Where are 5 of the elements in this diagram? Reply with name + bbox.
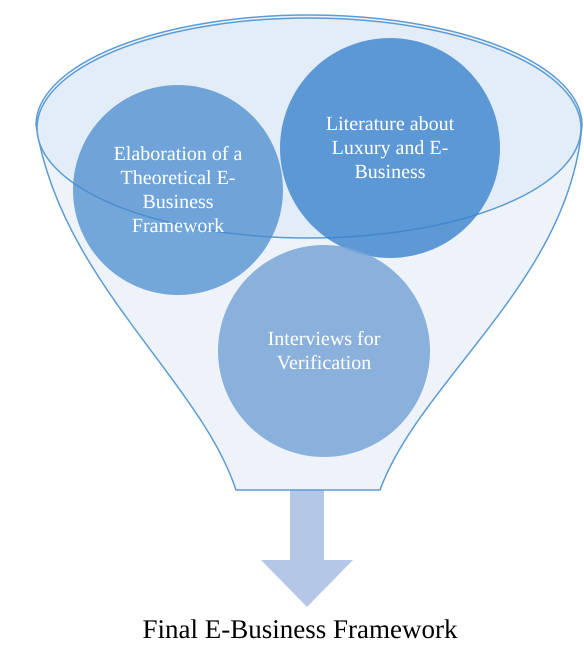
circle-label: Interviews for Verification bbox=[266, 327, 382, 375]
output-label: Final E-Business Framework bbox=[90, 614, 510, 650]
circle-label: Literature about Luxury and E-Business bbox=[324, 112, 456, 184]
arrow bbox=[261, 490, 353, 608]
circle-label: Elaboration of a Theoretical E-Business Framework bbox=[112, 142, 244, 238]
